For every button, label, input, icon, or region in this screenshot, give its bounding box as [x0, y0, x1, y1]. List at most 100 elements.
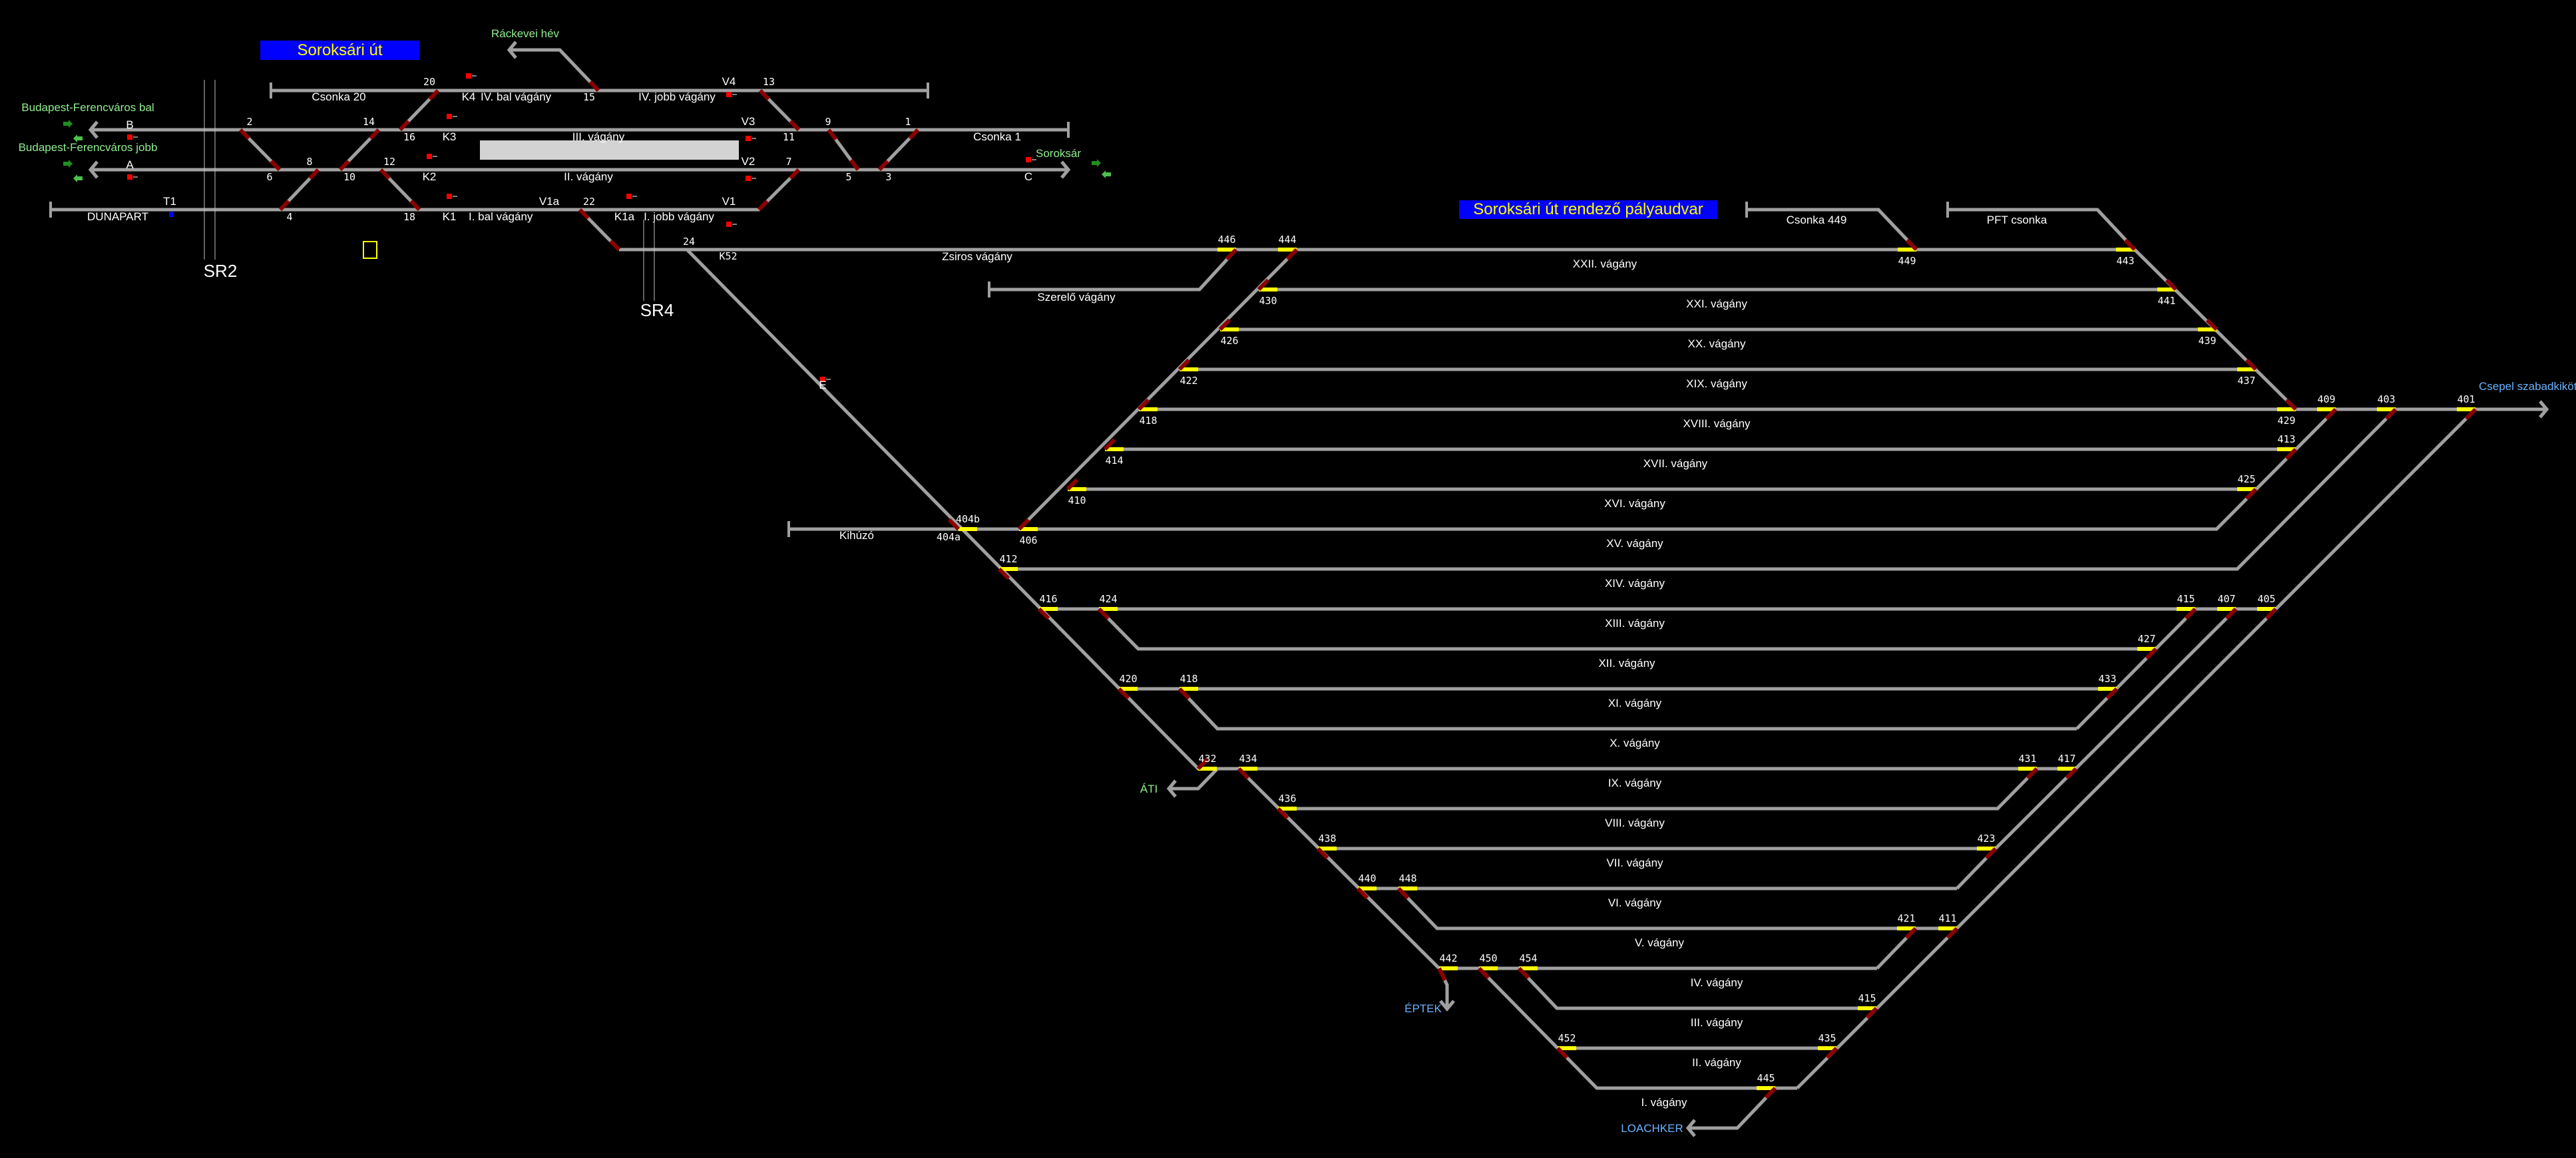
switch-blade-marker[interactable]	[1037, 607, 1050, 620]
switch-blade-marker[interactable]	[2284, 447, 2298, 461]
switch-blade-marker[interactable]	[1066, 478, 1079, 491]
signal-icon[interactable]	[169, 212, 173, 217]
switch-marker[interactable]	[588, 80, 600, 93]
signal-icon[interactable]	[127, 174, 132, 180]
switch-blade-marker[interactable]	[2165, 278, 2178, 291]
switch-marker[interactable]	[757, 200, 769, 212]
signal-icon[interactable]	[820, 377, 825, 382]
switch-blade-marker[interactable]	[1517, 966, 1530, 980]
switch-blade-marker[interactable]	[1316, 847, 1329, 860]
track-segment[interactable]	[1948, 208, 2136, 251]
switch-marker[interactable]	[379, 168, 391, 180]
track-segment[interactable]	[2075, 608, 2197, 730]
switch-blade-marker[interactable]	[2105, 687, 2119, 700]
switch-blade-marker[interactable]	[1257, 278, 1270, 291]
switch-marker[interactable]	[270, 160, 282, 172]
switch-blade-marker[interactable]	[1285, 248, 1299, 261]
switch-blade-marker[interactable]	[2065, 767, 2078, 780]
switch-blade-marker[interactable]	[1225, 248, 1238, 261]
switch-marker[interactable]	[877, 159, 889, 172]
switch-blade-marker[interactable]	[2324, 407, 2338, 421]
switch-marker[interactable]	[609, 240, 621, 252]
switch-blade-marker[interactable]	[2245, 358, 2258, 371]
signal-icon[interactable]	[726, 222, 732, 227]
switch-blade-marker[interactable]	[1905, 238, 1918, 252]
switch-marker[interactable]	[827, 128, 838, 141]
signal-icon[interactable]	[427, 154, 432, 159]
switch-marker[interactable]	[308, 168, 320, 180]
switch-blade-marker[interactable]	[1137, 398, 1150, 411]
switch-blade-marker[interactable]	[2205, 318, 2219, 331]
switch-blade-marker[interactable]	[2123, 238, 2137, 252]
track-segment[interactable]	[1478, 967, 1797, 1090]
switch-marker[interactable]	[238, 128, 250, 140]
switch-marker[interactable]	[428, 89, 440, 101]
switch-blade-marker[interactable]	[1117, 687, 1130, 700]
track-segment[interactable]	[989, 248, 1237, 291]
switch-blade-marker[interactable]	[1356, 886, 1369, 900]
signal-icon[interactable]	[127, 134, 132, 140]
switch-marker[interactable]	[338, 159, 350, 172]
switch-blade-marker[interactable]	[2225, 607, 2238, 620]
switch-blade-marker[interactable]	[1556, 1046, 1569, 1060]
track-segment[interactable]	[1397, 887, 1957, 930]
switch-blade-marker[interactable]	[1396, 886, 1410, 900]
switch-blade-marker[interactable]	[1196, 757, 1209, 771]
track-segment[interactable]	[1796, 408, 2477, 1089]
switch-blade-marker[interactable]	[1017, 518, 1030, 531]
track-segment[interactable]	[999, 408, 2397, 571]
track-segment[interactable]	[686, 248, 2076, 771]
switch-blade-marker[interactable]	[2264, 607, 2278, 620]
switch-blade-marker[interactable]	[1477, 966, 1490, 980]
switch-marker[interactable]	[278, 199, 290, 212]
switch-blade-marker[interactable]	[1218, 318, 1231, 331]
switch-blade-marker[interactable]	[1276, 807, 1289, 820]
signal-icon[interactable]	[746, 176, 751, 181]
switch-blade-marker[interactable]	[1904, 926, 1918, 940]
track-segment[interactable]	[1518, 967, 1876, 1010]
switch-marker[interactable]	[789, 120, 801, 132]
switch-blade-marker[interactable]	[997, 567, 1010, 580]
switch-blade-marker[interactable]	[2384, 407, 2398, 421]
track-segment[interactable]	[1098, 608, 2156, 651]
switch-blade-marker[interactable]	[1178, 358, 1191, 371]
track-segment[interactable]	[1688, 1087, 1777, 1130]
switch-blade-marker[interactable]	[1865, 1006, 1878, 1020]
switch-blade-marker[interactable]	[2464, 407, 2477, 421]
switch-blade-marker[interactable]	[1984, 847, 1998, 860]
track-segment[interactable]	[1278, 767, 2038, 811]
switch-blade-marker[interactable]	[2245, 487, 2258, 500]
switch-blade-marker[interactable]	[1764, 1086, 1777, 1099]
track-segment[interactable]	[1169, 767, 1219, 791]
switch-marker[interactable]	[369, 128, 381, 140]
switch-blade-marker[interactable]	[1946, 926, 1959, 940]
switch-marker[interactable]	[789, 168, 801, 180]
switch-marker[interactable]	[409, 199, 421, 212]
switch-blade-marker[interactable]	[2145, 647, 2158, 660]
switch-marker[interactable]	[398, 119, 410, 132]
signal-icon[interactable]	[447, 194, 452, 199]
switch-blade-marker[interactable]	[947, 518, 961, 531]
track-segment[interactable]	[789, 408, 2337, 531]
track-segment[interactable]	[1178, 687, 2077, 731]
switch-blade-marker[interactable]	[1437, 967, 1447, 982]
switch-marker[interactable]	[758, 89, 770, 100]
track-segment[interactable]	[1018, 248, 1298, 530]
signal-icon[interactable]	[447, 114, 452, 119]
signal-icon[interactable]	[626, 194, 632, 199]
signal-icon[interactable]	[726, 92, 732, 97]
track-segment[interactable]	[509, 48, 600, 92]
switch-blade-marker[interactable]	[2184, 607, 2197, 620]
track-segment[interactable]	[1747, 208, 1918, 251]
signal-icon[interactable]	[1026, 157, 1031, 162]
switch-blade-marker[interactable]	[2284, 398, 2298, 411]
track-segment[interactable]	[1956, 608, 2237, 890]
switch-marker[interactable]	[578, 208, 590, 220]
signal-icon[interactable]	[466, 73, 471, 79]
switch-blade-marker[interactable]	[1237, 767, 1250, 780]
switch-blade-marker[interactable]	[1097, 607, 1110, 620]
signal-icon[interactable]	[746, 136, 751, 141]
switch-blade-marker[interactable]	[1825, 1046, 1838, 1060]
switch-marker[interactable]	[849, 158, 860, 171]
switch-marker[interactable]	[908, 128, 920, 140]
